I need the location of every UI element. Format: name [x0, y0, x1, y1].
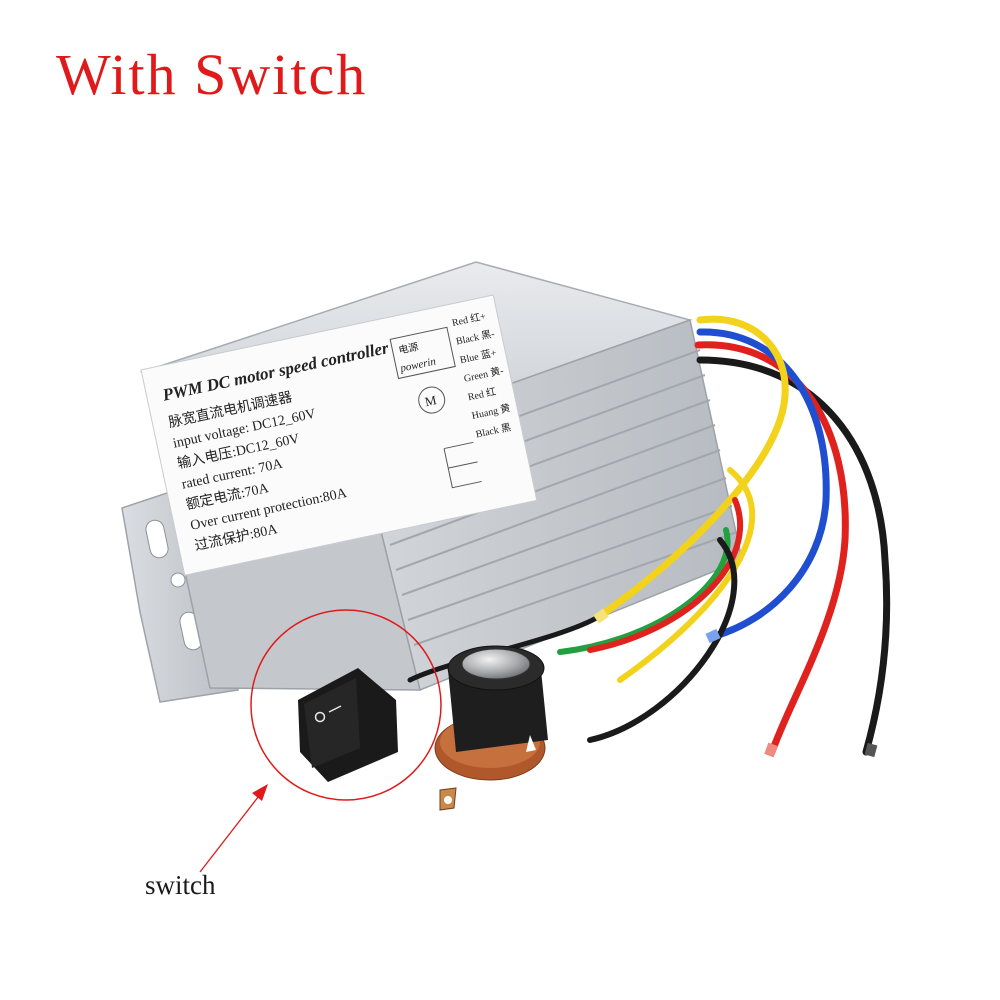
callout-arrow — [199, 784, 268, 873]
spec-label: PWM DC motor speed controller 脉宽直流电机调速器i… — [140, 294, 538, 576]
heading-with-switch: With Switch — [56, 42, 368, 107]
rocker-switch[interactable] — [298, 668, 398, 782]
motor-symbol: M — [423, 392, 438, 409]
wire-red-long — [694, 341, 849, 756]
power-box-cn: 电源 — [397, 340, 419, 357]
wire-bundle — [407, 315, 891, 756]
potentiometer — [434, 645, 548, 811]
switch-off-mark — [314, 711, 326, 723]
speed-knob[interactable] — [447, 645, 548, 752]
callout-label-switch: switch — [145, 870, 216, 900]
switch-on-mark — [328, 705, 342, 713]
wire-tips — [593, 608, 878, 758]
wire-black-short — [587, 537, 738, 743]
wire-red-short — [587, 497, 743, 653]
wire-yellow-top — [596, 315, 789, 620]
highlight-circle — [250, 609, 442, 801]
wire-blue — [696, 328, 830, 640]
